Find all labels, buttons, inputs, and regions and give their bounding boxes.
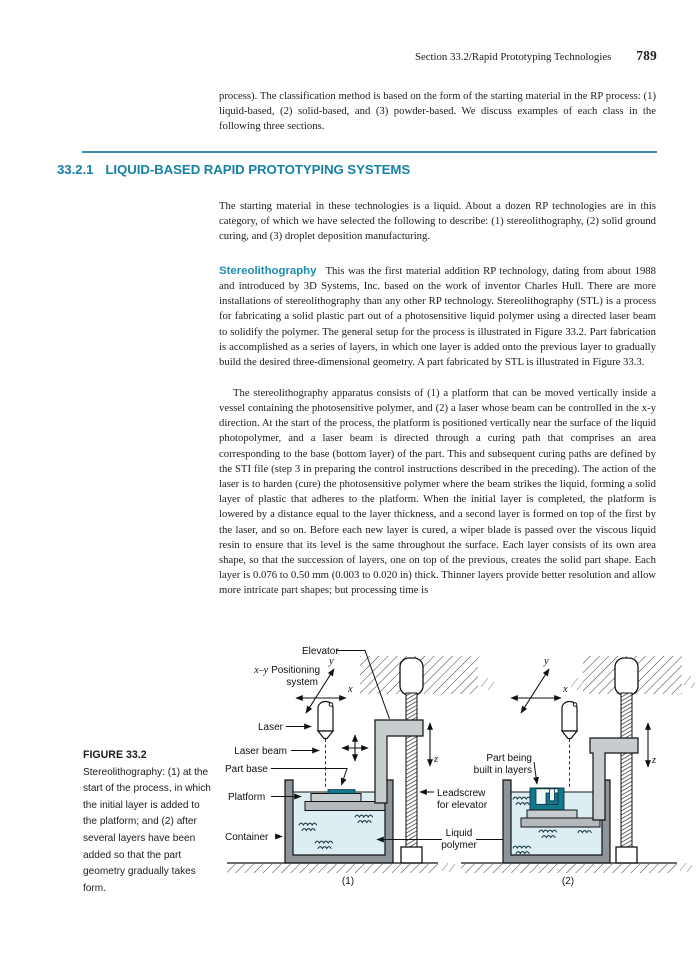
figure-label-laser: Laser: [258, 722, 284, 733]
laser-icon-2: [560, 700, 579, 740]
paragraph-stereolithography-text: This was the first material addition RP …: [219, 264, 656, 368]
paragraph-liquid-intro: The starting material in these technolog…: [219, 199, 656, 243]
axis-label-x: x: [347, 684, 353, 695]
panel-label-1: (1): [342, 876, 354, 887]
move-cross-icon-1: [341, 734, 369, 762]
laser-icon-1: [316, 700, 335, 740]
leadscrew-foot-1: [400, 846, 423, 864]
running-header: Section 33.2/Rapid Prototyping Technolog…: [415, 48, 657, 64]
axis-label-y: y: [328, 656, 334, 667]
paragraph-apparatus: The stereolithography apparatus consists…: [219, 386, 656, 597]
ground-hatch-1: [227, 864, 438, 873]
figure-label-platform: Platform: [228, 792, 265, 803]
figure-label-elevator: Elevator: [302, 646, 339, 657]
panel-label-2: (2): [562, 876, 574, 887]
paragraph-intro: process). The classification method is b…: [219, 89, 656, 133]
figure-label-container: Container: [225, 832, 269, 843]
elevator-arm-2: [589, 737, 639, 821]
figure-label-polymer: polymer: [441, 840, 477, 851]
elevator-motor-2: [614, 657, 639, 696]
figure-label-part-being: Part being: [486, 753, 532, 764]
figure-label-part-base: Part base: [225, 764, 268, 775]
figure-caption: FIGURE 33.2 Stereolithography: (1) at th…: [83, 747, 214, 897]
header-section-title: Section 33.2/Rapid Prototyping Technolog…: [414, 51, 612, 63]
ground-hatch-2: [461, 864, 677, 873]
figure-label-xy-system: system: [286, 677, 318, 688]
xy-axes-icon-1: [295, 668, 347, 714]
platform-bracket-2: [520, 817, 601, 828]
platform-upper-slab-1: [310, 793, 362, 802]
figure-label-built-in-layers: built in layers: [474, 765, 532, 776]
leadscrew-foot-2: [615, 846, 638, 864]
figure-label-leadscrew-1: Leadscrew: [437, 788, 486, 799]
initial-layer-part-base: [327, 789, 356, 794]
figure-label-liquid: Liquid: [446, 828, 473, 839]
figure-caption-text: Stereolithography: (1) at the start of t…: [83, 766, 211, 894]
section-number: 33.2.1: [57, 162, 94, 177]
part-built-in-layers: [529, 787, 565, 811]
apparatus-2: y x z Part being built in layers (2): [461, 656, 695, 887]
platform-upper-slab-2: [526, 809, 578, 819]
elevator-arm-1: [374, 719, 424, 804]
page-number: 789: [636, 48, 657, 63]
runin-heading-stereolithography: Stereolithography: [219, 264, 317, 277]
axis-label-z: z: [651, 755, 656, 766]
elevator-motor-1: [399, 657, 424, 696]
figure-label-leadscrew-2: for elevator: [437, 800, 488, 811]
figure-label-laser-beam: Laser beam: [234, 746, 287, 757]
axis-label-z: z: [433, 754, 438, 765]
section-heading: 33.2.1 LIQUID-BASED RAPID PROTOTYPING SY…: [57, 162, 410, 177]
figure-caption-label: FIGURE 33.2: [83, 749, 147, 761]
xy-axes-icon-2: [510, 668, 562, 714]
section-rule: [82, 151, 657, 153]
section-title: LIQUID-BASED RAPID PROTOTYPING SYSTEMS: [105, 162, 411, 177]
axis-label-y: y: [543, 656, 549, 667]
axis-label-x: x: [562, 684, 568, 695]
